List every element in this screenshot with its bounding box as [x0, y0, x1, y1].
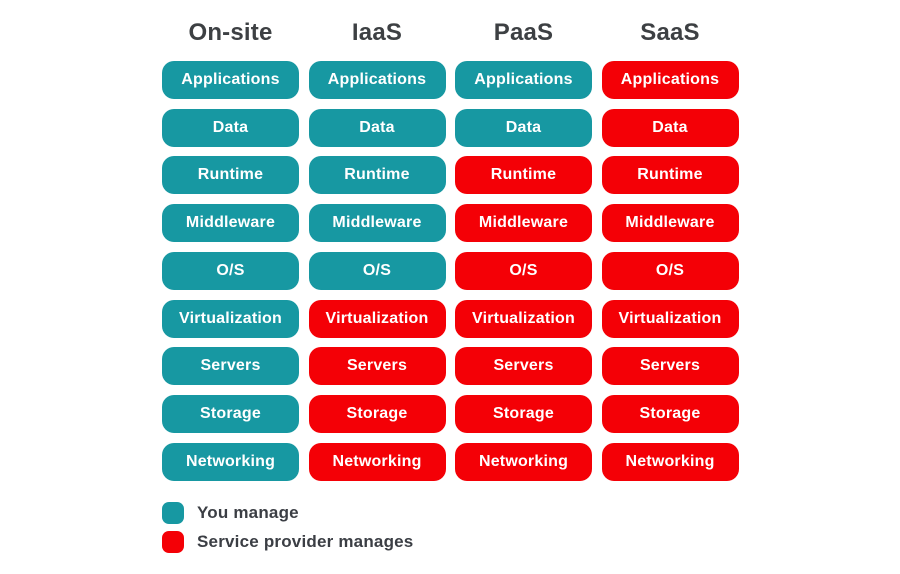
- layer-pill-applications: Applications: [162, 60, 299, 99]
- layer-pill-virtualization: Virtualization: [455, 299, 592, 338]
- layer-pill-servers: Servers: [601, 347, 739, 386]
- layer-pill-storage: Storage: [455, 395, 592, 433]
- layer-pill-networking: Networking: [308, 442, 446, 481]
- column-header-iaas: IaaS: [351, 18, 403, 46]
- layer-pill-data: Data: [601, 108, 739, 147]
- layer-pill-virtualization: Virtualization: [162, 299, 299, 338]
- layer-pill-networking: Networking: [162, 442, 299, 481]
- layer-pill-runtime: Runtime: [601, 156, 739, 195]
- layer-pill-servers: Servers: [308, 347, 446, 386]
- layer-pill-runtime: Runtime: [308, 156, 446, 195]
- layer-pill-storage: Storage: [308, 395, 446, 433]
- legend-swatch-you: [162, 502, 184, 524]
- layer-pill-servers: Servers: [162, 347, 299, 386]
- layer-pill-data: Data: [455, 108, 592, 147]
- layer-pill-networking: Networking: [601, 442, 739, 481]
- layer-pill-virtualization: Virtualization: [308, 299, 446, 338]
- layer-pill-runtime: Runtime: [162, 156, 299, 195]
- layer-pill-o-s: O/S: [162, 251, 299, 290]
- layer-pill-o-s: O/S: [308, 251, 446, 290]
- legend-item-service-provider-manages: Service provider manages: [162, 531, 413, 553]
- layer-pill-data: Data: [308, 108, 446, 147]
- legend-label: You manage: [197, 503, 299, 522]
- layer-pill-middleware: Middleware: [308, 204, 446, 242]
- column-header-on-site: On-site: [188, 18, 273, 46]
- layer-pill-runtime: Runtime: [455, 156, 592, 195]
- layer-pill-o-s: O/S: [601, 251, 739, 290]
- layer-pill-applications: Applications: [455, 60, 592, 99]
- layer-pill-o-s: O/S: [455, 251, 592, 290]
- layer-pill-middleware: Middleware: [162, 204, 299, 242]
- layer-pill-middleware: Middleware: [601, 204, 739, 242]
- layer-pill-data: Data: [162, 108, 299, 147]
- layer-pill-networking: Networking: [455, 442, 592, 481]
- legend-swatch-provider: [162, 531, 184, 553]
- layer-pill-storage: Storage: [162, 395, 299, 433]
- layer-pill-virtualization: Virtualization: [601, 299, 739, 338]
- column-header-paas: PaaS: [493, 18, 554, 46]
- layer-pill-storage: Storage: [601, 395, 739, 433]
- layer-pill-middleware: Middleware: [455, 204, 592, 242]
- layer-pill-applications: Applications: [308, 60, 446, 99]
- legend-label: Service provider manages: [197, 532, 414, 551]
- column-header-saas: SaaS: [640, 18, 700, 46]
- legend-item-you-manage: You manage: [162, 502, 413, 524]
- layer-pill-applications: Applications: [601, 60, 739, 99]
- layer-pill-servers: Servers: [455, 347, 592, 386]
